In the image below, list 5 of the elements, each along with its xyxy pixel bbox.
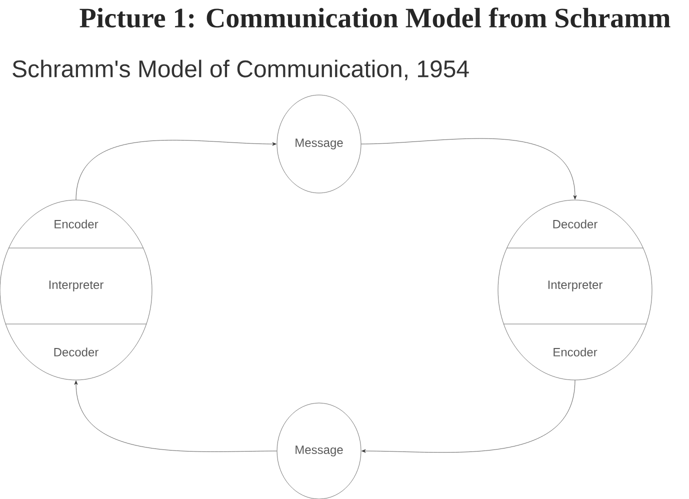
figure-title: Picture 1: Communication Model from Schramm	[80, 8, 670, 28]
curved-arrow	[361, 138, 577, 200]
curved-arrow	[76, 140, 276, 200]
curved-arrow	[74, 380, 277, 452]
curved-arrow	[362, 380, 576, 453]
